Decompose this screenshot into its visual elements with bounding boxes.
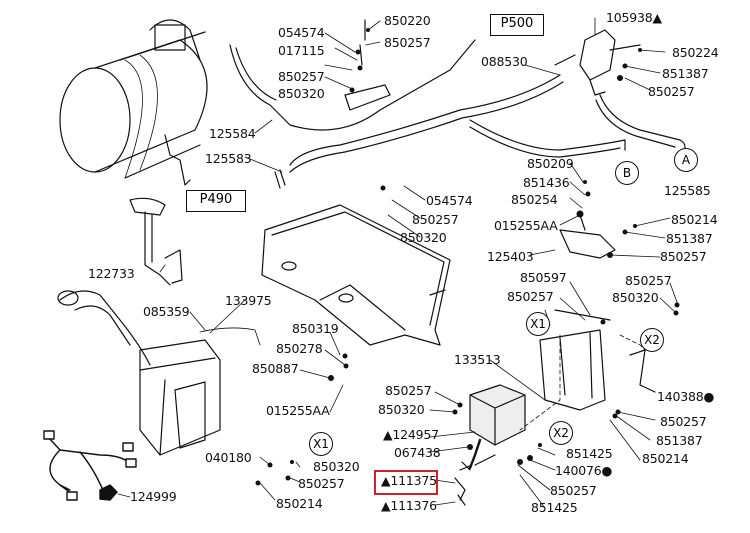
- part-label: 851387: [666, 231, 713, 246]
- part-label: 850257: [507, 289, 554, 304]
- part-label: 850320: [378, 402, 425, 417]
- connector-b: B: [615, 161, 639, 185]
- part-label: 850257: [648, 84, 695, 99]
- part-label: 067438: [394, 445, 441, 460]
- part-label: 850257: [660, 249, 707, 264]
- part-label: 125403: [487, 249, 534, 264]
- part-label: 017115: [278, 43, 325, 58]
- callout-p490: P490: [186, 190, 246, 212]
- bracket-125403: [559, 214, 616, 259]
- part-label: 122733: [88, 266, 135, 281]
- part-label: 015255AA: [266, 403, 330, 418]
- pump-unit: [454, 384, 526, 506]
- fuel-sender: [129, 197, 183, 286]
- part-label: 850320: [313, 459, 360, 474]
- part-label: 140388●: [657, 389, 715, 404]
- part-label: 850320: [278, 86, 325, 101]
- skid-plate: [261, 204, 451, 346]
- part-label: 850597: [520, 270, 567, 285]
- part-label: 851387: [656, 433, 703, 448]
- part-label: 140076●: [555, 463, 613, 478]
- part-label: 133513: [454, 352, 501, 367]
- part-label: 125584: [209, 126, 256, 141]
- part-label: 851387: [662, 66, 709, 81]
- part-label: 850320: [612, 290, 659, 305]
- part-label: 851436: [523, 175, 570, 190]
- part-highlight-box: [374, 470, 438, 495]
- part-label: 850257: [384, 35, 431, 50]
- mount-bracket: [539, 309, 611, 411]
- part-label: 124999: [130, 489, 177, 504]
- part-label: 850278: [276, 341, 323, 356]
- part-label: ▲111376: [381, 498, 437, 513]
- fuel-lines: [229, 39, 686, 189]
- part-label: 040180: [205, 450, 252, 465]
- part-label: 133975: [225, 293, 272, 308]
- part-label: 105938▲: [606, 10, 662, 25]
- bracket-top: [344, 19, 391, 111]
- connector-x2: X2: [549, 421, 573, 445]
- valve-block: [554, 29, 641, 96]
- part-label: 015255AA: [494, 218, 558, 233]
- leader-lines: [117, 17, 679, 509]
- part-label: ▲124957: [383, 427, 439, 442]
- wiring-harness: [43, 430, 137, 501]
- part-label: 125585: [664, 183, 711, 198]
- part-label: 850257: [385, 383, 432, 398]
- fuel-tank: [57, 290, 221, 456]
- part-label: 851425: [531, 500, 578, 515]
- part-label: 850224: [672, 45, 719, 60]
- part-label: 850257: [298, 476, 345, 491]
- bracket-140388: [629, 349, 656, 393]
- part-label: 850257: [660, 414, 707, 429]
- part-label: 125583: [205, 151, 252, 166]
- connector-x1: X1: [526, 312, 550, 336]
- part-label: 850214: [642, 451, 689, 466]
- part-label: 850254: [511, 192, 558, 207]
- part-label: 850320: [400, 230, 447, 245]
- part-label: 850257: [278, 69, 325, 84]
- part-label: 850220: [384, 13, 431, 28]
- part-label: 850257: [625, 273, 672, 288]
- highlighted-part-label[interactable]: ▲111375: [381, 473, 437, 488]
- connector-a: A: [674, 148, 698, 172]
- fasteners: [255, 28, 680, 486]
- part-label: 054574: [426, 193, 473, 208]
- connector-x2: X2: [640, 328, 664, 352]
- part-label: 850257: [412, 212, 459, 227]
- part-label: 054574: [278, 25, 325, 40]
- part-label: 851425: [566, 446, 613, 461]
- part-label: 850214: [276, 496, 323, 511]
- part-label: 850214: [671, 212, 718, 227]
- part-label: 850319: [292, 321, 339, 336]
- heater-unit: [59, 19, 208, 186]
- callout-p500: P500: [490, 14, 544, 36]
- part-label: 850257: [550, 483, 597, 498]
- part-label: 850209: [527, 156, 574, 171]
- part-label: 085359: [143, 304, 190, 319]
- part-label: 088530: [481, 54, 528, 69]
- part-label: 850887: [252, 361, 299, 376]
- connector-x1: X1: [309, 432, 333, 456]
